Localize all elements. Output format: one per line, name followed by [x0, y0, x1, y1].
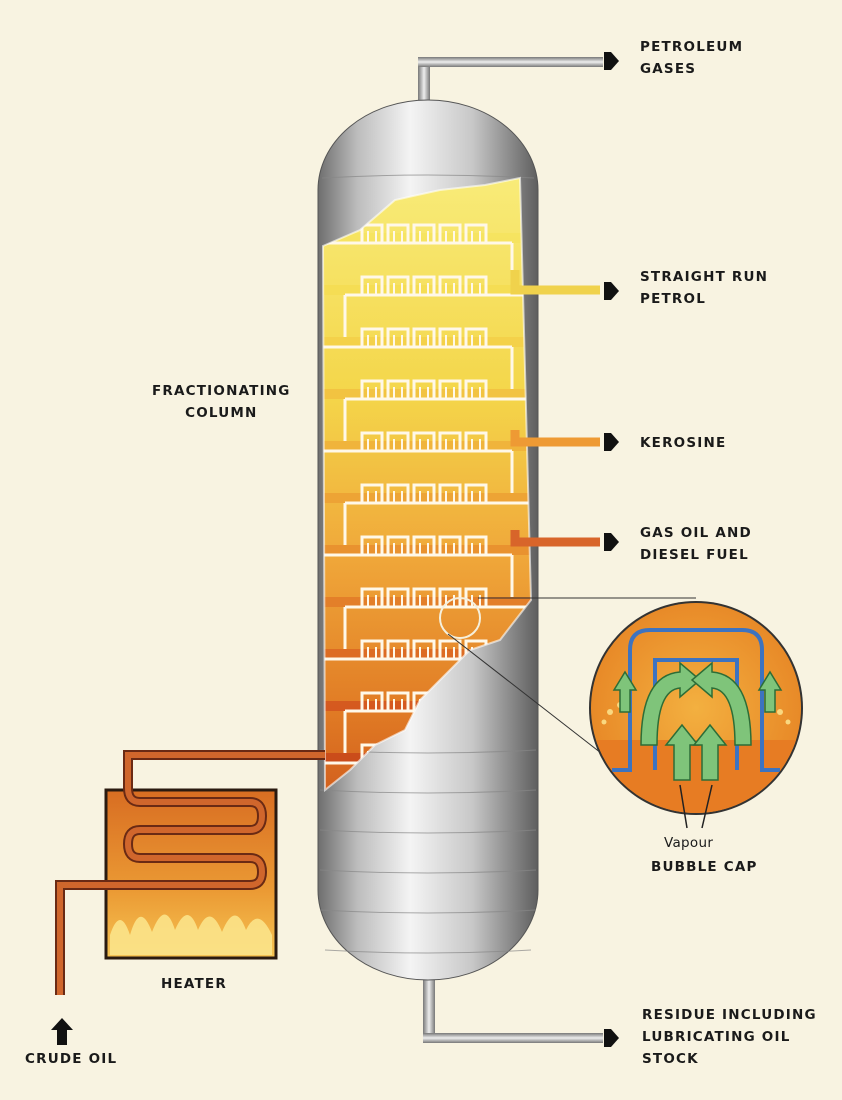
bubble-cap-icon	[360, 535, 384, 555]
bubble-cap-icon	[438, 431, 462, 451]
bubble-cap-icon	[386, 691, 410, 711]
bubble-cap-icon	[360, 587, 384, 607]
label-crude-oil: CRUDE OIL	[25, 1051, 118, 1067]
bubble-cap-icon	[360, 275, 384, 295]
bubble-cap-icon	[412, 327, 436, 347]
tray	[343, 483, 531, 545]
outlet-arrow-icon	[604, 1029, 619, 1047]
vapour-arrow-icon	[664, 723, 700, 781]
vapour-arrow-icon	[692, 723, 728, 781]
bubble-cap-icon	[464, 483, 488, 503]
tray	[343, 379, 531, 441]
outlet-arrow-icon	[604, 52, 619, 70]
bubble-cap-icon	[360, 223, 384, 243]
bubble-cap-icon	[412, 431, 436, 451]
bubble-cap-icon	[386, 379, 410, 399]
bubble-cap-icon	[438, 535, 462, 555]
petrol-outlet-pipe	[510, 270, 600, 295]
bubble-cap-icon	[386, 483, 410, 503]
bubble-cap-icon	[464, 431, 488, 451]
bubble-cap-icon	[412, 379, 436, 399]
bubble-cap-icon	[412, 275, 436, 295]
tray	[323, 327, 514, 389]
bubble-cap-icon	[412, 223, 436, 243]
bubble-cap-icon	[360, 691, 384, 711]
bubble-cap-icon	[412, 639, 436, 659]
outlet-arrow-icon	[604, 433, 619, 451]
bubble-cap-icon	[412, 587, 436, 607]
bubble-cap-icon	[386, 535, 410, 555]
bubble-cap-icon	[438, 223, 462, 243]
bubble-cap-icon	[464, 275, 488, 295]
bubble-cap-icon	[464, 327, 488, 347]
tray	[323, 535, 514, 597]
bubble-cap-icon	[386, 275, 410, 295]
bubble-cap-icon	[464, 223, 488, 243]
bubble-cap-detail	[589, 601, 803, 829]
bubble-cap-icon	[438, 483, 462, 503]
bubble-cap-icon	[438, 275, 462, 295]
label-bubble-cap: BUBBLE CAP	[651, 859, 758, 875]
bubble-cap-icon	[360, 639, 384, 659]
tray	[323, 431, 514, 493]
bubble-cap-icon	[412, 483, 436, 503]
bubble-cap-icon	[412, 535, 436, 555]
tray	[343, 275, 531, 337]
bubble-cap-icon	[438, 327, 462, 347]
label-kerosine: KEROSINE	[640, 435, 727, 451]
heater	[54, 750, 325, 1005]
bubble-cap-icon	[386, 639, 410, 659]
tray	[323, 223, 514, 285]
bubble-cap-icon	[464, 535, 488, 555]
bubble-cap-icon	[464, 379, 488, 399]
label-heater: HEATER	[161, 976, 227, 992]
bubble-cap-icon	[438, 639, 462, 659]
column-interior	[323, 178, 531, 790]
bubble-cap-icon	[386, 223, 410, 243]
bubble-cap-icon	[386, 327, 410, 347]
outlet-arrow-icon	[604, 282, 619, 300]
label-vapour: Vapour	[664, 835, 714, 851]
inlet-arrow-icon	[51, 1018, 73, 1045]
bubble-cap-icon	[386, 431, 410, 451]
bubble-cap-icon	[438, 379, 462, 399]
bubble-cap-icon	[360, 483, 384, 503]
bubble-cap-icon	[360, 431, 384, 451]
kerosine-outlet-pipe	[510, 430, 600, 447]
bubble-cap-icon	[386, 587, 410, 607]
outlet-arrow-icon	[604, 533, 619, 551]
gas-oil-outlet-pipe	[510, 530, 600, 547]
flame-icon	[110, 914, 272, 955]
bubble-cap-icon	[360, 327, 384, 347]
bubble-cap-icon	[360, 379, 384, 399]
callout-lines	[439, 597, 696, 761]
